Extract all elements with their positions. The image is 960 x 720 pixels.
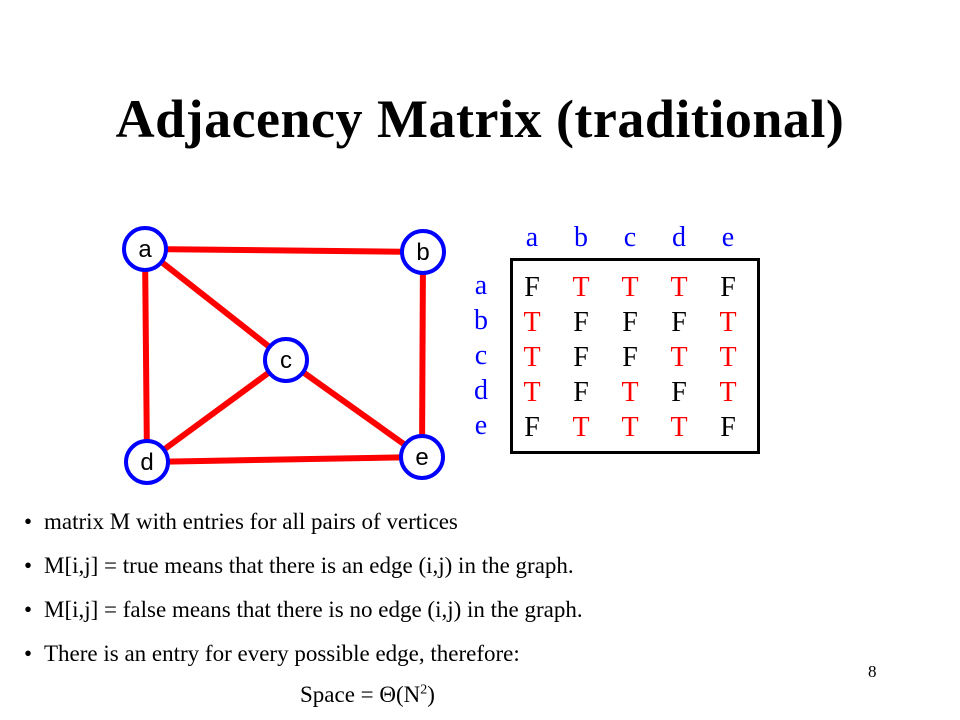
bullet-item: • M[i,j] = false means that there is no …	[24, 588, 928, 632]
space-complexity: Space = Θ(N2)	[300, 682, 435, 708]
matrix-cell: T	[719, 377, 737, 408]
matrix-col-header-c: c	[623, 222, 637, 253]
matrix-cell: T	[523, 342, 541, 373]
bullet-item: • M[i,j] = true means that there is an e…	[24, 544, 928, 588]
bullet-marker: •	[24, 509, 33, 534]
matrix-cell: T	[621, 272, 639, 303]
matrix-cell: T	[719, 342, 737, 373]
bullet-text: M[i,j] = false means that there is no ed…	[44, 597, 583, 622]
matrix-cell: T	[621, 377, 639, 408]
matrix-row-header-a: a	[474, 270, 488, 301]
matrix-col-header-b: b	[574, 222, 588, 253]
graph-node-label-c: c	[280, 347, 292, 374]
graph-edge-a-b	[144, 246, 424, 255]
matrix-cell: T	[719, 307, 737, 338]
matrix-cell: F	[720, 412, 736, 443]
matrix-row-header-b: b	[474, 305, 488, 336]
bullet-marker: •	[24, 641, 33, 666]
matrix-cell: F	[671, 377, 687, 408]
matrix-col-header-a: a	[525, 222, 539, 253]
matrix-cell: T	[670, 272, 688, 303]
graph-node-label-e: e	[415, 444, 428, 471]
space-exponent: 2	[420, 682, 428, 698]
bullet-text: M[i,j] = true means that there is an edg…	[44, 553, 574, 578]
matrix-cell: F	[573, 307, 589, 338]
matrix-cell: F	[524, 272, 540, 303]
matrix-col-header-e: e	[721, 222, 735, 253]
graph-node-e	[399, 434, 445, 480]
space-prefix: Space = Θ(N	[300, 682, 421, 707]
graph-edge-a-c	[143, 246, 288, 363]
matrix-cell: F	[622, 342, 638, 373]
graph-node-label-b: b	[416, 239, 429, 266]
matrix-cell: T	[572, 272, 590, 303]
bullet-item: • matrix M with entries for all pairs of…	[24, 500, 928, 544]
bullet-text: matrix M with entries for all pairs of v…	[44, 509, 458, 534]
space-suffix: )	[427, 682, 435, 707]
graph-node-d	[124, 439, 170, 485]
graph-node-b	[400, 229, 446, 275]
matrix-row-header-c: c	[474, 340, 488, 371]
matrix-col-header-d: d	[672, 222, 686, 253]
graph-edge-c-d	[145, 357, 288, 465]
bullet-marker: •	[24, 597, 33, 622]
bullet-text: There is an entry for every possible edg…	[44, 641, 520, 666]
matrix-row-header-e: e	[474, 410, 488, 441]
graph-node-a	[122, 226, 168, 272]
matrix-cell: F	[573, 342, 589, 373]
graph-edge-d-e	[146, 454, 423, 465]
graph-node-c	[263, 337, 309, 383]
matrix-cell: F	[524, 412, 540, 443]
matrix-cell: F	[622, 307, 638, 338]
bullet-list: • matrix M with entries for all pairs of…	[24, 500, 928, 676]
matrix-row-header-d: d	[474, 375, 488, 406]
graph-edge-b-e	[419, 251, 426, 458]
matrix-cell: F	[720, 272, 736, 303]
bullet-marker: •	[24, 553, 33, 578]
matrix-cell: T	[523, 307, 541, 338]
matrix-cell: F	[671, 307, 687, 338]
matrix-cell: T	[670, 412, 688, 443]
graph-node-label-a: a	[138, 236, 152, 263]
matrix-cell: T	[670, 342, 688, 373]
slide-title: Adjacency Matrix (traditional)	[115, 89, 845, 149]
graph-edge-c-e	[284, 357, 424, 460]
graph-node-label-d: d	[140, 449, 153, 476]
matrix-cell: T	[572, 412, 590, 443]
matrix-cell: T	[621, 412, 639, 443]
bullet-item: • There is an entry for every possible e…	[24, 632, 928, 676]
page-number: 8	[868, 662, 877, 681]
graph-edge-a-d	[142, 248, 150, 463]
matrix-cell: T	[523, 377, 541, 408]
matrix-cell: F	[573, 377, 589, 408]
